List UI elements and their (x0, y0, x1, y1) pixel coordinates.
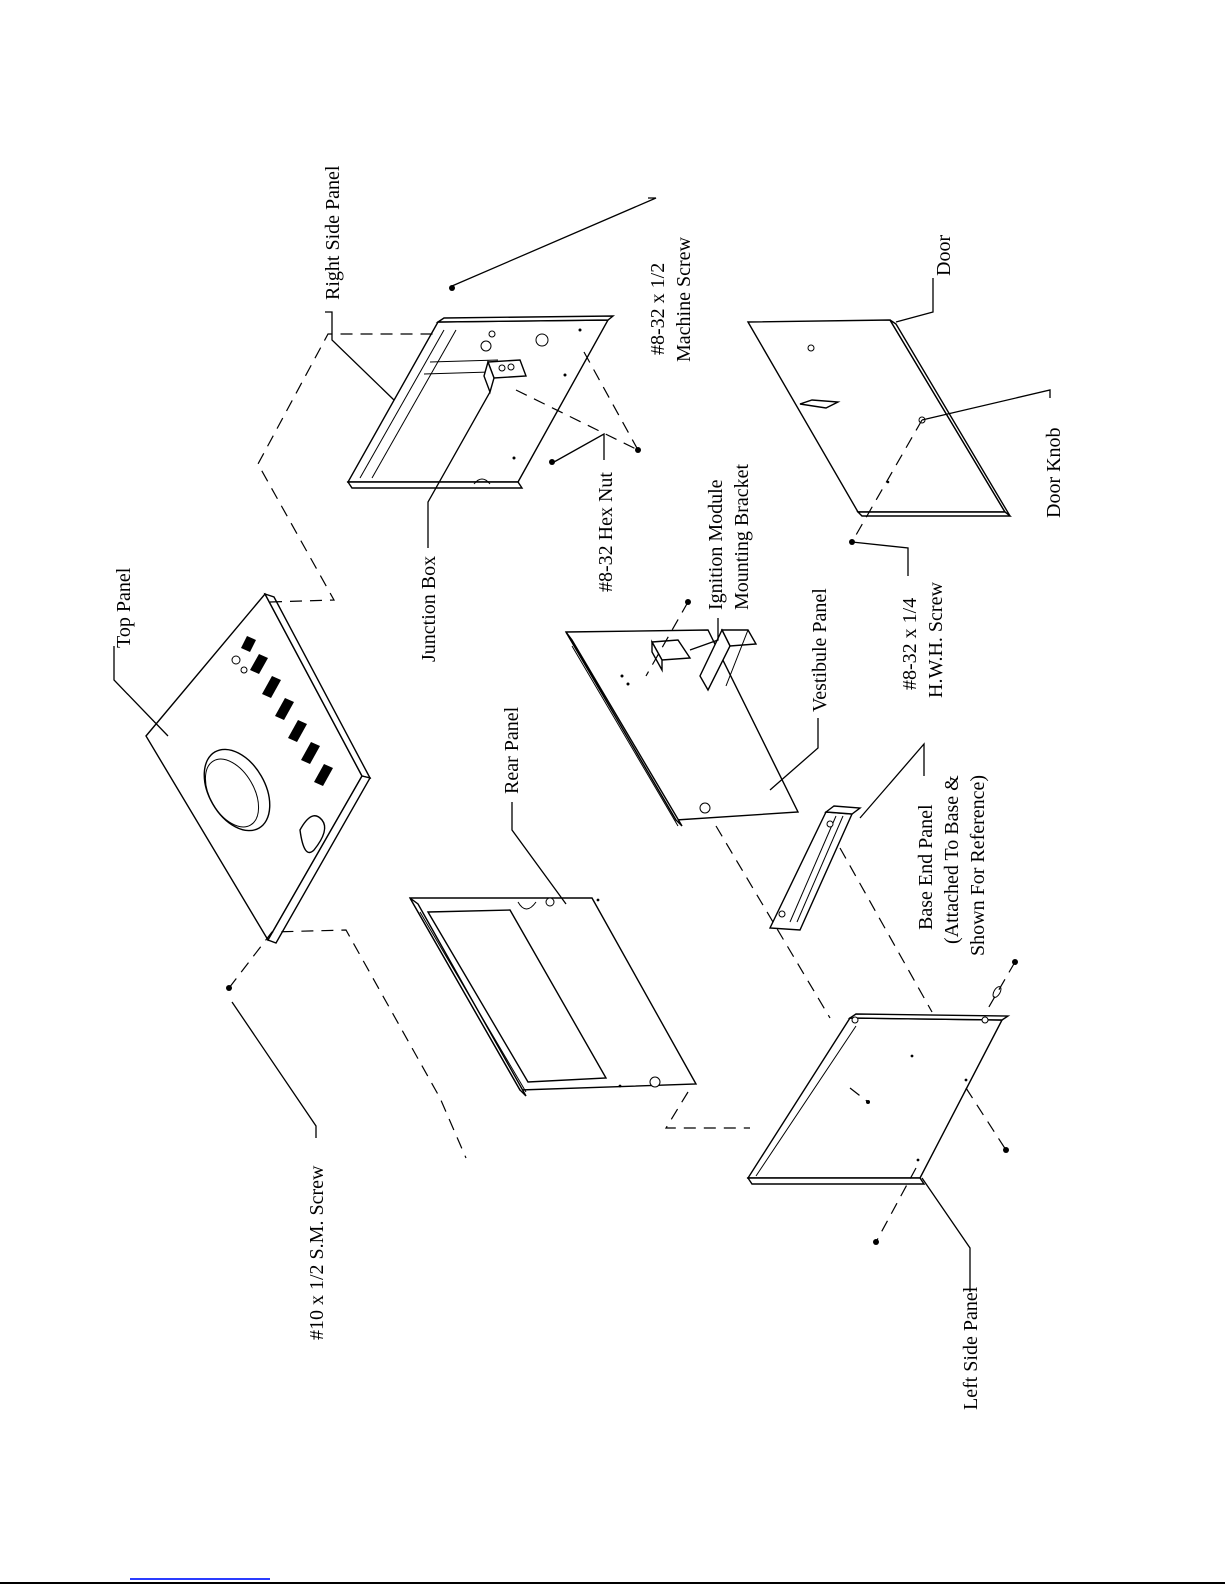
label-door-knob: Door Knob (1043, 427, 1065, 518)
label-hex-nut: #8-32 Hex Nut (595, 472, 617, 592)
label-junction-box: Junction Box (418, 556, 440, 662)
label-machine-screw-1: #8-32 x 1/2 (647, 263, 669, 355)
left-side-panel (748, 985, 1008, 1184)
label-ignition-2: Mounting Bracket (731, 463, 753, 610)
label-ignition-1: Ignition Module (705, 479, 727, 610)
label-door: Door (933, 235, 955, 276)
label-left-side-panel: Left Side Panel (960, 1286, 982, 1410)
door (748, 320, 1010, 516)
label-vestibule-panel: Vestibule Panel (809, 588, 831, 712)
footer-link-underline (130, 1578, 270, 1580)
label-base-end-2: (Attached To Base & (941, 775, 963, 944)
rear-panel (410, 898, 696, 1096)
label-machine-screw-2: Machine Screw (673, 236, 695, 362)
label-rear-panel: Rear Panel (501, 706, 523, 794)
label-base-end-1: Base End Panel (915, 804, 937, 930)
label-hwh-screw-2: H.W.H. Screw (925, 582, 947, 698)
label-base-end-3: Shown For Reference) (967, 775, 989, 956)
vestibule-panel (566, 630, 798, 826)
base-end-panel (770, 806, 860, 930)
label-right-side-panel: Right Side Panel (322, 165, 344, 300)
label-hwh-screw-1: #8-32 x 1/4 (899, 598, 921, 690)
top-panel (146, 594, 370, 943)
footer-rule (0, 1582, 1225, 1584)
right-side-panel (348, 316, 613, 488)
label-top-panel: Top Panel (113, 567, 135, 648)
label-sm-screw: #10 x 1/2 S.M. Screw (306, 1165, 328, 1340)
